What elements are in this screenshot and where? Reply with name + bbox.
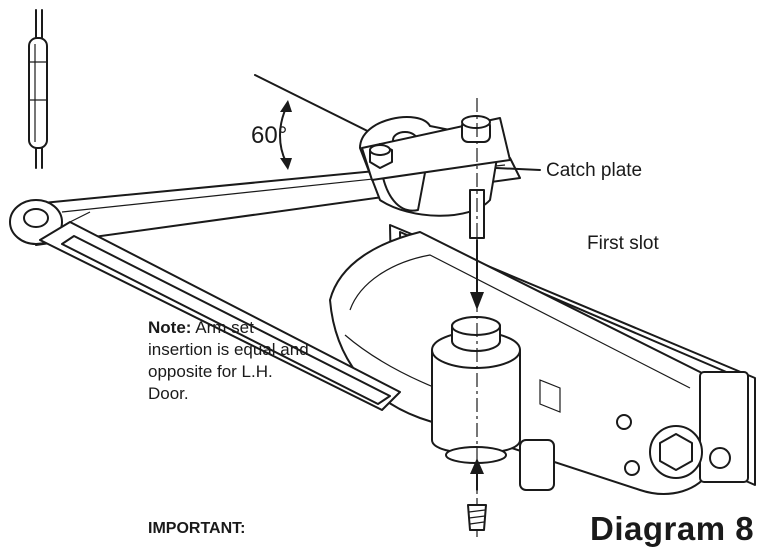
- catch-plate-assembly: [359, 115, 511, 239]
- diagram-title: Diagram 8: [590, 510, 755, 547]
- screw-icon: [467, 504, 487, 531]
- hinge: [28, 9, 48, 169]
- insertion-axis: [470, 98, 484, 540]
- catch-plate-leader: [495, 167, 541, 171]
- catch-plate-label: Catch plate: [546, 160, 643, 181]
- first-slot-label: First slot: [587, 233, 659, 254]
- angle-label: 60°: [251, 122, 288, 149]
- important-label: IMPORTANT:: [148, 520, 246, 537]
- angle-marker: [279, 100, 292, 170]
- note-text: Note: Arm set insertion is equal and opp…: [148, 317, 318, 405]
- forearm: [39, 211, 401, 411]
- note-body: Arm set insertion is equal and opposite …: [148, 318, 309, 403]
- note-heading: Note:: [148, 318, 192, 337]
- closer-body: [329, 224, 756, 495]
- pinion-assembly: [431, 316, 521, 464]
